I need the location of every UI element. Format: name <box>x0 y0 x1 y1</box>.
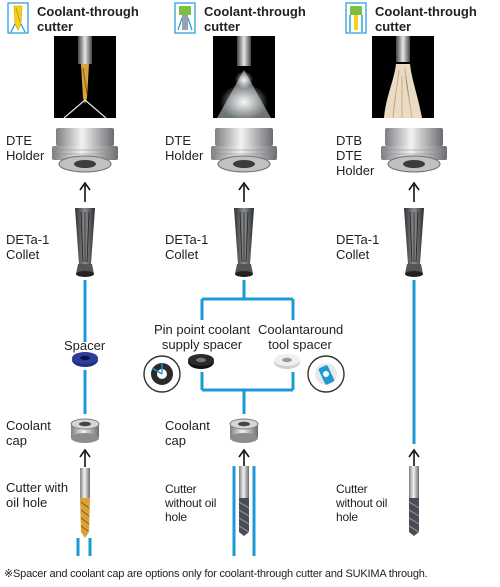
column-2-collet-label: DETa-1 Collet <box>165 232 209 262</box>
dte-holder-image <box>52 128 118 173</box>
column-3-header: Coolant-through cutter <box>344 2 494 36</box>
column-1-collet-label: DETa-1 Collet <box>6 232 50 262</box>
coolant-around-photo <box>372 36 434 118</box>
up-arrow-icon <box>79 181 91 202</box>
coolant-around-spacer-detail-icon <box>307 355 345 393</box>
column-2-cap-label: Coolant cap <box>165 418 210 448</box>
coolant-cap-image-2 <box>229 418 259 443</box>
cutter-with-oil-hole-image <box>80 468 90 538</box>
coolant-around-spacer-image <box>274 354 300 369</box>
deta1-collet-image-2 <box>234 208 254 277</box>
column-2-cutter-label: Cutter without oil hole <box>165 482 217 524</box>
column-1-holder-label: DTE Holder <box>6 133 45 163</box>
column-2-header: Coolant-through cutter <box>173 2 323 36</box>
coolant-through-photo <box>54 36 116 118</box>
pin-point-spacer-detail-icon <box>143 355 181 393</box>
spacer-image <box>72 352 98 367</box>
spacer-label: Spacer <box>64 338 106 353</box>
pin-point-coolant-photo <box>213 36 275 118</box>
dtb-dte-holder-image <box>381 128 447 173</box>
up-arrow-icon <box>238 181 250 202</box>
column-3-collet-label: DETa-1 Collet <box>336 232 380 262</box>
column-2-holder-label: DTE Holder <box>165 133 204 163</box>
column-3-title: Coolant-through cutter <box>375 4 477 34</box>
coolant-through-icon <box>7 2 29 34</box>
pin-point-spacer-image <box>188 354 214 369</box>
column-1-cutter-label: Cutter with oil hole <box>6 480 69 510</box>
column-1-cap-label: Coolant cap <box>6 418 51 448</box>
column-2-title: Coolant-through cutter <box>204 4 306 34</box>
coolant-around-icon <box>345 2 367 34</box>
column-3-cutter-label: Cutter without oil hole <box>336 482 388 524</box>
up-arrow-icon <box>238 448 250 467</box>
coolant-cap-image <box>70 418 100 443</box>
up-arrow-icon <box>79 448 91 467</box>
deta1-collet-image-3 <box>404 208 424 277</box>
cutter-without-oil-hole-image <box>238 466 250 536</box>
pin-point-coolant-icon <box>174 2 196 34</box>
pin-point-spacer-label: Pin point coolant supply spacer <box>153 322 251 352</box>
column-1-header: Coolant-through cutter <box>6 2 156 36</box>
up-arrow-icon <box>408 181 420 202</box>
cutter-without-oil-hole-image-2 <box>408 466 420 536</box>
deta1-collet-image <box>75 208 95 277</box>
column-1-title: Coolant-through cutter <box>37 4 139 34</box>
up-arrow-icon <box>408 448 420 467</box>
coolant-around-spacer-label: Coolantaround tool spacer <box>258 322 344 352</box>
dte-holder-image-2 <box>211 128 277 173</box>
footnote: ※Spacer and coolant cap are options only… <box>4 568 428 580</box>
column-3-holder-label: DTB DTE Holder <box>336 133 375 178</box>
